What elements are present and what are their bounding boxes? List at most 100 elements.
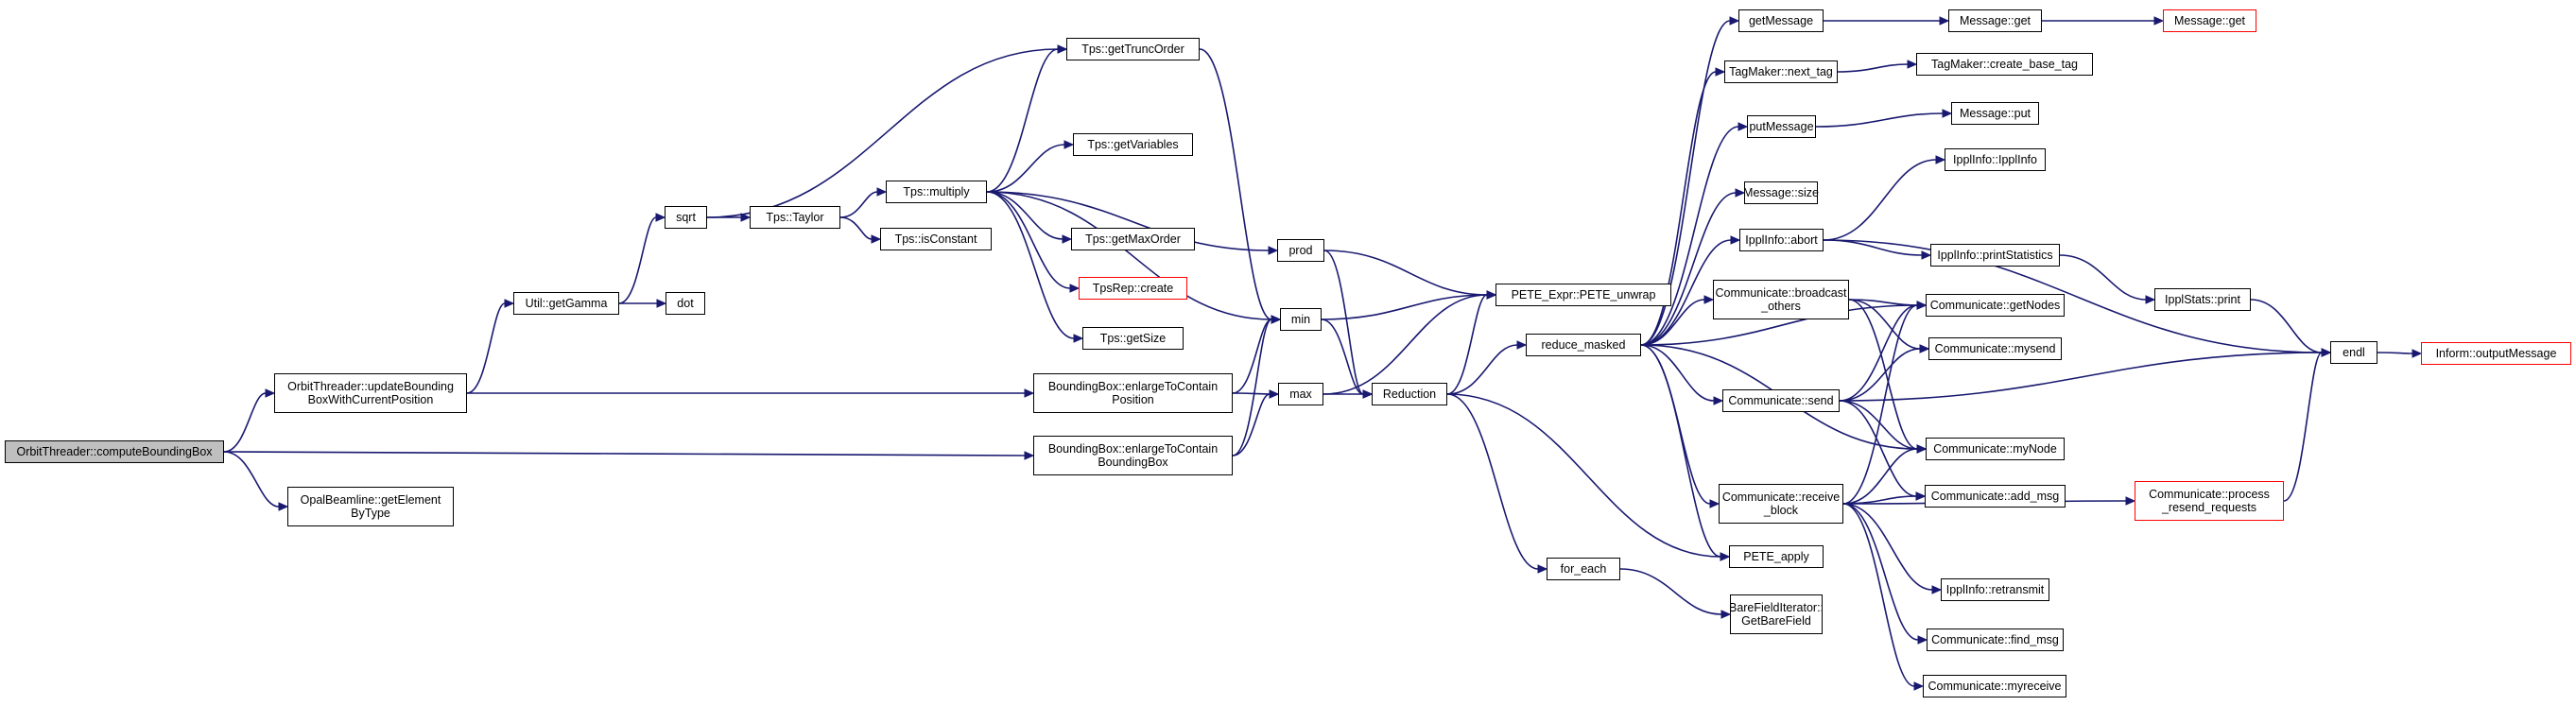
node-getgamma[interactable]: Util::getGamma xyxy=(513,292,619,315)
edge-trunc-to-min xyxy=(1199,48,1272,320)
node-label-line: PETE_Expr::PETE_unwrap xyxy=(1511,288,1656,301)
node-getmsg[interactable]: getMessage xyxy=(1738,9,1824,32)
edge-arrowhead xyxy=(1516,340,1528,350)
node-cbtag[interactable]: TagMaker::create_base_tag xyxy=(1916,53,2093,76)
edge-taylor-to-isconst xyxy=(839,216,873,240)
node-label-line: Inform::outputMessage xyxy=(2435,347,2557,360)
edge-multiply-to-getvars xyxy=(986,144,1065,193)
node-label-line: Tps::Taylor xyxy=(766,211,824,224)
node-mget2[interactable]: Message::get xyxy=(2163,9,2256,32)
node-getsize[interactable]: Tps::getSize xyxy=(1082,327,1184,350)
node-mysend[interactable]: Communicate::mysend xyxy=(1928,337,2062,360)
node-label-line: IpplInfo::printStatistics xyxy=(1937,249,2053,262)
node-outmsg[interactable]: Inform::outputMessage xyxy=(2421,342,2571,365)
edge-arrowhead xyxy=(1738,122,1749,131)
node-msgsize[interactable]: Message::size xyxy=(1743,181,1819,204)
node-isconst[interactable]: Tps::isConstant xyxy=(880,228,992,250)
node-barefield[interactable]: BareFieldIterator::GetBareField xyxy=(1729,594,1824,634)
node-label-line: Util::getGamma xyxy=(525,297,608,310)
edge-compute-to-getelem xyxy=(223,451,280,508)
edge-foreach-to-barefield xyxy=(1619,568,1722,615)
node-trunc[interactable]: Tps::getTruncOrder xyxy=(1066,38,1200,60)
node-label-line: Communicate::send xyxy=(1728,394,1834,407)
node-label-line: Message::get xyxy=(1959,14,2031,27)
node-nexttag[interactable]: TagMaker::next_tag xyxy=(1724,60,1838,83)
edge-reduction-to-unwrap xyxy=(1446,294,1488,395)
node-getmaxord[interactable]: Tps::getMaxOrder xyxy=(1071,228,1195,250)
node-printstats[interactable]: IpplInfo::printStatistics xyxy=(1930,244,2060,267)
node-reducem[interactable]: reduce_masked xyxy=(1526,334,1641,356)
edge-arrowhead xyxy=(1537,564,1548,574)
node-petea[interactable]: PETE_apply xyxy=(1729,545,1824,568)
edge-recvb-to-getnodes xyxy=(1842,304,1918,505)
node-addmsg[interactable]: Communicate::add_msg xyxy=(1925,485,2066,508)
node-prod[interactable]: prod xyxy=(1277,239,1324,262)
node-bcast[interactable]: Communicate::broadcast_others xyxy=(1713,280,1849,319)
node-taylor[interactable]: Tps::Taylor xyxy=(750,206,840,229)
edge-bcast-to-getnodes xyxy=(1848,299,1918,306)
node-ipplinfo[interactable]: IpplInfo::IpplInfo xyxy=(1945,148,2046,171)
node-label-line: TagMaker::create_base_tag xyxy=(1931,58,2078,71)
node-reduction[interactable]: Reduction xyxy=(1372,383,1447,405)
call-graph-edges xyxy=(223,16,2423,691)
edge-arrowhead xyxy=(1931,585,1943,594)
edge-send-to-endl xyxy=(1839,352,2323,402)
node-retrans[interactable]: IpplInfo::retransmit xyxy=(1941,578,2049,601)
node-max[interactable]: max xyxy=(1278,383,1323,405)
node-min[interactable]: min xyxy=(1280,308,1322,331)
edge-arrowhead xyxy=(1069,284,1081,293)
edge-reducem-to-getmsg xyxy=(1640,20,1731,346)
node-endl[interactable]: endl xyxy=(2330,341,2377,364)
node-dot[interactable]: dot xyxy=(666,292,705,315)
node-sqrt[interactable]: sqrt xyxy=(665,206,707,229)
edge-recvb-to-myrecv xyxy=(1842,503,1915,687)
node-abort[interactable]: IpplInfo::abort xyxy=(1739,229,1824,251)
node-tpsrep[interactable]: TpsRep::create xyxy=(1079,277,1187,300)
edge-procresend-to-endl xyxy=(2283,352,2323,502)
edge-arrowhead xyxy=(1057,44,1068,54)
node-label-line: BoundingBox::enlargeToContain xyxy=(1047,442,1219,456)
node-label-line: Communicate::getNodes xyxy=(1929,299,2061,312)
node-recvb[interactable]: Communicate::receive_block xyxy=(1719,484,1843,524)
node-procresend[interactable]: Communicate::process_resend_requests xyxy=(2135,481,2284,521)
node-label-line: putMessage xyxy=(1749,120,1814,133)
edge-recvb-to-retrans xyxy=(1842,503,1933,591)
node-unwrap[interactable]: PETE_Expr::PETE_unwrap xyxy=(1495,284,1671,306)
edge-reducem-to-getnodes xyxy=(1640,304,1918,346)
node-foreach[interactable]: for_each xyxy=(1547,558,1620,580)
node-label-line: GetBareField xyxy=(1741,614,1811,628)
node-multiply[interactable]: Tps::multiply xyxy=(886,181,987,203)
edge-arrowhead xyxy=(278,502,289,511)
node-istats[interactable]: IpplStats::print xyxy=(2154,288,2251,311)
node-label-line: _others xyxy=(1761,300,1801,313)
edge-arrowhead xyxy=(871,234,882,244)
edge-arrowhead xyxy=(1935,155,1946,164)
node-getnodes[interactable]: Communicate::getNodes xyxy=(1926,294,2065,317)
edge-bcast-to-mynode xyxy=(1848,299,1918,450)
edge-update-to-getgamma xyxy=(466,302,506,394)
edge-multiply-to-prod xyxy=(986,191,1270,251)
node-putmsg[interactable]: putMessage xyxy=(1747,115,1816,138)
edge-abort-to-endl xyxy=(1823,239,2323,353)
node-label-line: dot xyxy=(677,297,694,310)
node-send[interactable]: Communicate::send xyxy=(1722,389,1840,412)
node-getvars[interactable]: Tps::getVariables xyxy=(1073,133,1193,156)
edge-arrowhead xyxy=(740,213,752,222)
node-mynode[interactable]: Communicate::myNode xyxy=(1926,438,2065,460)
node-label-line: IpplInfo::abort xyxy=(1745,233,1818,247)
node-label-line: max xyxy=(1289,387,1312,401)
edge-arrowhead xyxy=(1720,610,1732,619)
edge-multiply-to-trunc xyxy=(986,48,1059,193)
edge-arrowhead xyxy=(1709,499,1720,508)
node-myrecv[interactable]: Communicate::myreceive xyxy=(1923,675,2066,697)
edge-multiply-to-getsize xyxy=(986,191,1075,339)
node-mget[interactable]: Message::get xyxy=(1948,9,2042,32)
edge-arrowhead xyxy=(1269,389,1280,399)
node-label-line: BoundingBox xyxy=(1098,456,1168,469)
node-findmsg[interactable]: Communicate::find_msg xyxy=(1927,629,2064,651)
node-mput[interactable]: Message::put xyxy=(1951,102,2039,125)
